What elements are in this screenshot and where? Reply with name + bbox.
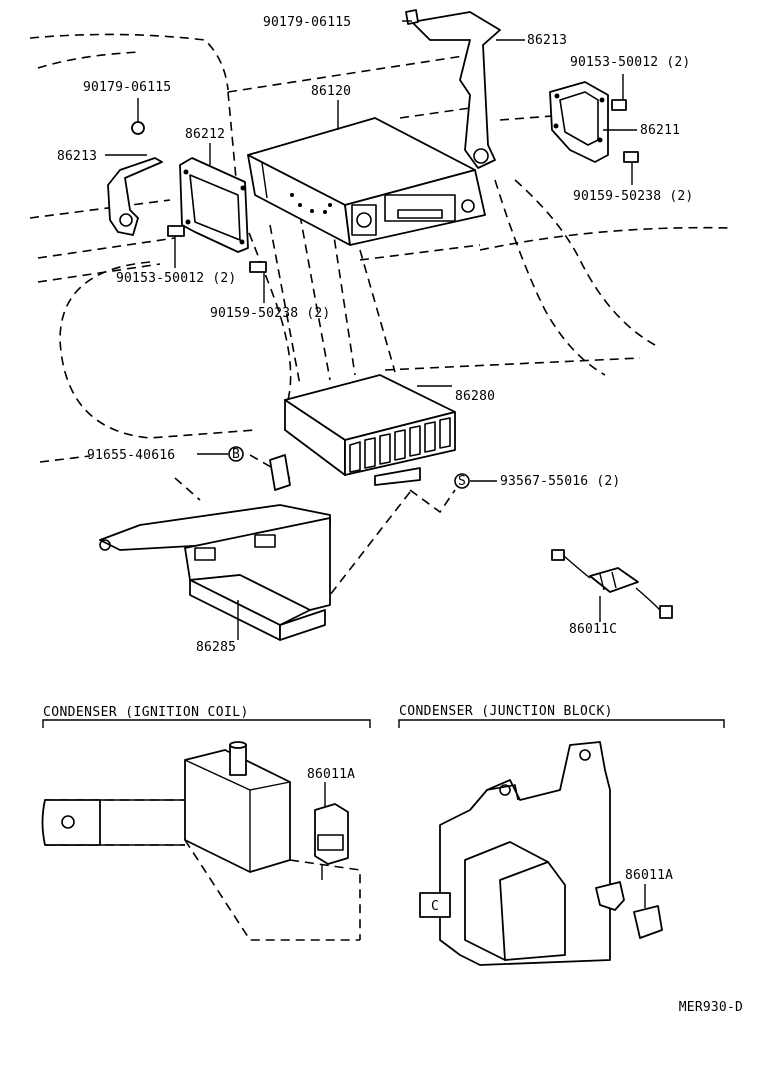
screw-marker: S [458, 474, 466, 489]
label-screw-amp: 93567-55016 (2) [500, 474, 620, 489]
part-labels: 90179-06115 86213 90153-50012 (2) 86211 … [57, 15, 693, 883]
left-bracket [107, 121, 163, 236]
junction-marker: C [431, 899, 439, 914]
screw-marker-circle [454, 473, 470, 489]
right-plate [549, 81, 639, 163]
clip-marker-circle [228, 446, 244, 462]
amp-bracket [99, 454, 331, 641]
label-condenser-a1: 86011A [307, 767, 355, 782]
amplifier-unit [284, 374, 456, 486]
label-bolt-right-lower: 90159-50238 (2) [573, 189, 693, 204]
dashboard-outline [29, 33, 731, 596]
clip-marker: B [232, 447, 240, 462]
leader-lines [105, 20, 646, 908]
label-screw-right-upper: 90153-50012 (2) [570, 55, 690, 70]
label-nut-upper: 90179-06115 [263, 15, 351, 30]
ignition-coil-illustration [41, 741, 361, 941]
label-bracket-left: 86213 [57, 149, 97, 164]
label-bracket-right: 86213 [527, 33, 567, 48]
label-bolt-left: 90159-50238 (2) [210, 306, 330, 321]
markers: B S C [228, 446, 470, 914]
right-bracket [405, 9, 501, 169]
label-amplifier: 86280 [455, 389, 495, 404]
section-frames [42, 719, 725, 728]
section-headers: CONDENSER (IGNITION COIL) CONDENSER (JUN… [43, 704, 613, 720]
label-clip: 91655-40616 [87, 448, 175, 463]
label-radio: 86120 [311, 84, 351, 99]
label-nut-left: 90179-06115 [83, 80, 171, 95]
label-amp-bracket: 86285 [196, 640, 236, 655]
section-title-ignition: CONDENSER (IGNITION COIL) [43, 705, 249, 720]
label-condenser-c: 86011C [569, 622, 617, 637]
junction-block-illustration [419, 741, 663, 966]
left-plate [167, 157, 267, 273]
condenser-c [551, 549, 673, 619]
label-plate-right: 86211 [640, 123, 680, 138]
label-condenser-a2: 86011A [625, 868, 673, 883]
label-plate-left: 86212 [185, 127, 225, 142]
label-screw-left: 90153-50012 (2) [116, 271, 236, 286]
section-title-junction: CONDENSER (JUNCTION BLOCK) [399, 704, 613, 719]
radio-unit [247, 117, 486, 246]
diagram-code: MER930-D [679, 1000, 743, 1015]
